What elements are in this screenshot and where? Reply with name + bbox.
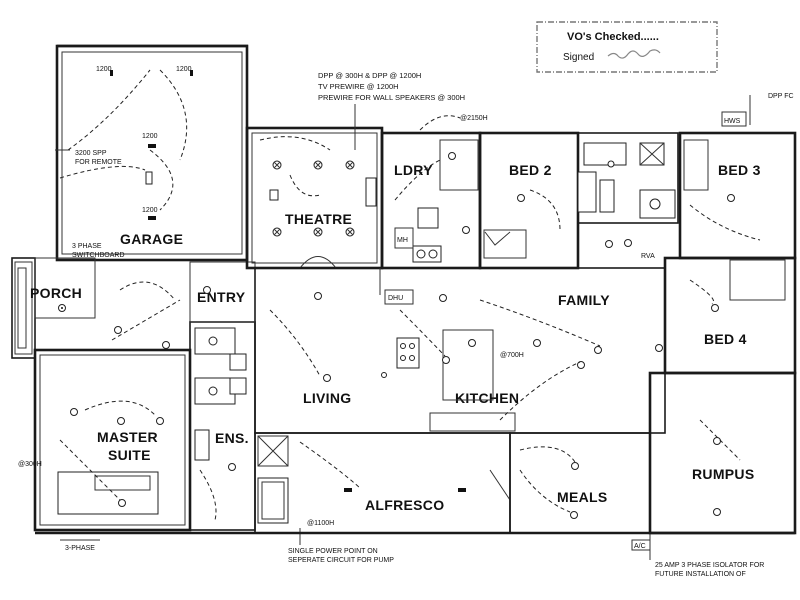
stamp-signed-label: Signed	[563, 52, 594, 63]
room-bed2: BED 2	[509, 162, 552, 178]
porch-area: PORCH	[11, 257, 108, 359]
height-label: 1200	[142, 207, 158, 214]
entry-area: ENTRY	[111, 261, 256, 349]
room-garage: GARAGE	[120, 231, 183, 247]
room-alfresco: ALFRESCO	[365, 497, 444, 513]
laundry-area: LDRY MH @2150H	[380, 115, 488, 270]
dpp-note-2: TV PREWIRE @ 1200H	[318, 82, 399, 91]
bathroom-area: RVA	[577, 132, 679, 260]
dhu-label: DHU	[388, 295, 403, 302]
alfresco-area: ALFRESCO @1100H SINGLE POWER POINT ON SE…	[254, 432, 511, 564]
room-living: LIVING	[303, 390, 351, 406]
height-note: @2150H	[460, 115, 488, 122]
room-ldry: LDRY	[394, 162, 433, 178]
phase-note: 3-PHASE	[65, 545, 95, 552]
room-porch: PORCH	[30, 285, 82, 301]
signature-scribble	[607, 49, 661, 59]
bed2-area: BED 2	[462, 131, 580, 270]
bed3-area: BED 3 HWS DPP FC	[678, 93, 797, 260]
room-family: FAMILY	[558, 292, 610, 308]
theatre-area: THEATRE DPP @ 300H & DPP @ 1200H TV PREW…	[245, 71, 465, 270]
room-bed4: BED 4	[704, 331, 747, 347]
room-theatre: THEATRE	[285, 211, 352, 227]
spp-note: FOR REMOTE	[75, 159, 122, 166]
pump-note: SINGLE POWER POINT ON	[288, 548, 378, 555]
isolator-note: 25 AMP 3 PHASE ISOLATOR FOR	[655, 562, 764, 569]
room-meals: MEALS	[557, 489, 608, 505]
master-suite-area: MASTER SUITE @300H 3-PHASE	[18, 348, 192, 552]
mh-label: MH	[397, 237, 408, 244]
height-label: 1200	[142, 133, 158, 140]
dpp-note-3: PREWIRE FOR WALL SPEAKERS @ 300H	[318, 93, 465, 102]
living-zone: FAMILY KITCHEN LIVING DHU @700H	[190, 267, 666, 434]
bed4-area: BED 4	[655, 256, 797, 375]
ensuite-area: ENS.	[189, 321, 256, 531]
room-bed3: BED 3	[718, 162, 761, 178]
height-note: @700H	[500, 352, 524, 359]
rva-label: RVA	[641, 253, 655, 260]
garage-area: 1200 1200 1200 1200 3200 SPP FOR REMOTE …	[55, 44, 249, 262]
room-rumpus: RUMPUS	[692, 466, 754, 482]
ac-label: A/C	[634, 543, 646, 550]
isolator-note: FUTURE INSTALLATION OF	[655, 571, 746, 578]
height-label: 1200	[96, 66, 112, 73]
switchboard-note: SWITCHBOARD	[72, 252, 125, 259]
height-note: @300H	[18, 461, 42, 468]
pump-note: SEPERATE CIRCUIT FOR PUMP	[288, 557, 394, 564]
vo-check-stamp: VO's Checked...... Signed	[536, 21, 718, 73]
dpp-note-1: DPP @ 300H & DPP @ 1200H	[318, 71, 421, 80]
spp-note: 3200 SPP	[75, 150, 107, 157]
room-suite: SUITE	[108, 447, 151, 463]
stamp-checked-label: VO's Checked......	[567, 31, 659, 43]
theatre-lights	[272, 160, 355, 237]
room-ens: ENS.	[215, 430, 249, 446]
room-kitchen: KITCHEN	[455, 390, 519, 406]
rumpus-area: RUMPUS A/C 25 AMP 3 PHASE ISOLATOR FOR F…	[631, 371, 797, 578]
height-label: 1200	[176, 66, 192, 73]
height-note: @1100H	[307, 520, 334, 527]
meals-area: MEALS	[509, 432, 651, 534]
room-master: MASTER	[97, 429, 158, 445]
hws-label: HWS	[724, 118, 741, 125]
switchboard-note: 3 PHASE	[72, 243, 102, 250]
dpp-fc-note: DPP FC	[768, 93, 794, 100]
